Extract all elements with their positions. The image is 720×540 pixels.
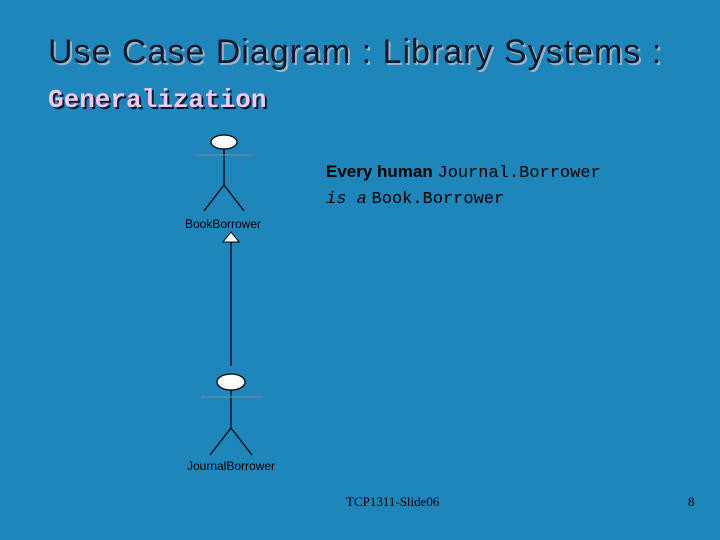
note-is-a: is a: [326, 190, 367, 209]
note-line-2: is a Book.Borrower: [326, 186, 601, 212]
title-main: Use Case Diagram : Library Systems :: [48, 33, 663, 71]
slide-title: Use Case Diagram : Library Systems : Gen…: [48, 30, 708, 122]
book-borrower-actor: BookBorrower: [185, 134, 261, 231]
generalization-arrow: [221, 231, 241, 366]
journal-borrower-actor: JournalBorrower: [187, 373, 275, 473]
page-number: 8: [688, 494, 695, 509]
actor-label-book-borrower: BookBorrower: [185, 217, 261, 231]
note-line-1: Every human Journal.Borrower: [326, 160, 601, 186]
note-term-book-borrower: Book.Borrower: [371, 190, 505, 209]
generalization-note: Every human Journal.Borrower is a Book.B…: [326, 160, 601, 212]
note-lead: Every human: [326, 162, 433, 181]
slide-id: TCP1311-Slide06: [346, 494, 440, 509]
title-sub: Generalization: [48, 85, 267, 115]
hollow-triangle-arrowhead-icon: [221, 231, 241, 243]
actor-label-journal-borrower: JournalBorrower: [187, 459, 275, 473]
stick-figure-actor-icon: [195, 134, 253, 212]
note-term-journal-borrower: Journal.Borrower: [437, 164, 601, 183]
stick-figure-actor-icon: [201, 373, 262, 456]
